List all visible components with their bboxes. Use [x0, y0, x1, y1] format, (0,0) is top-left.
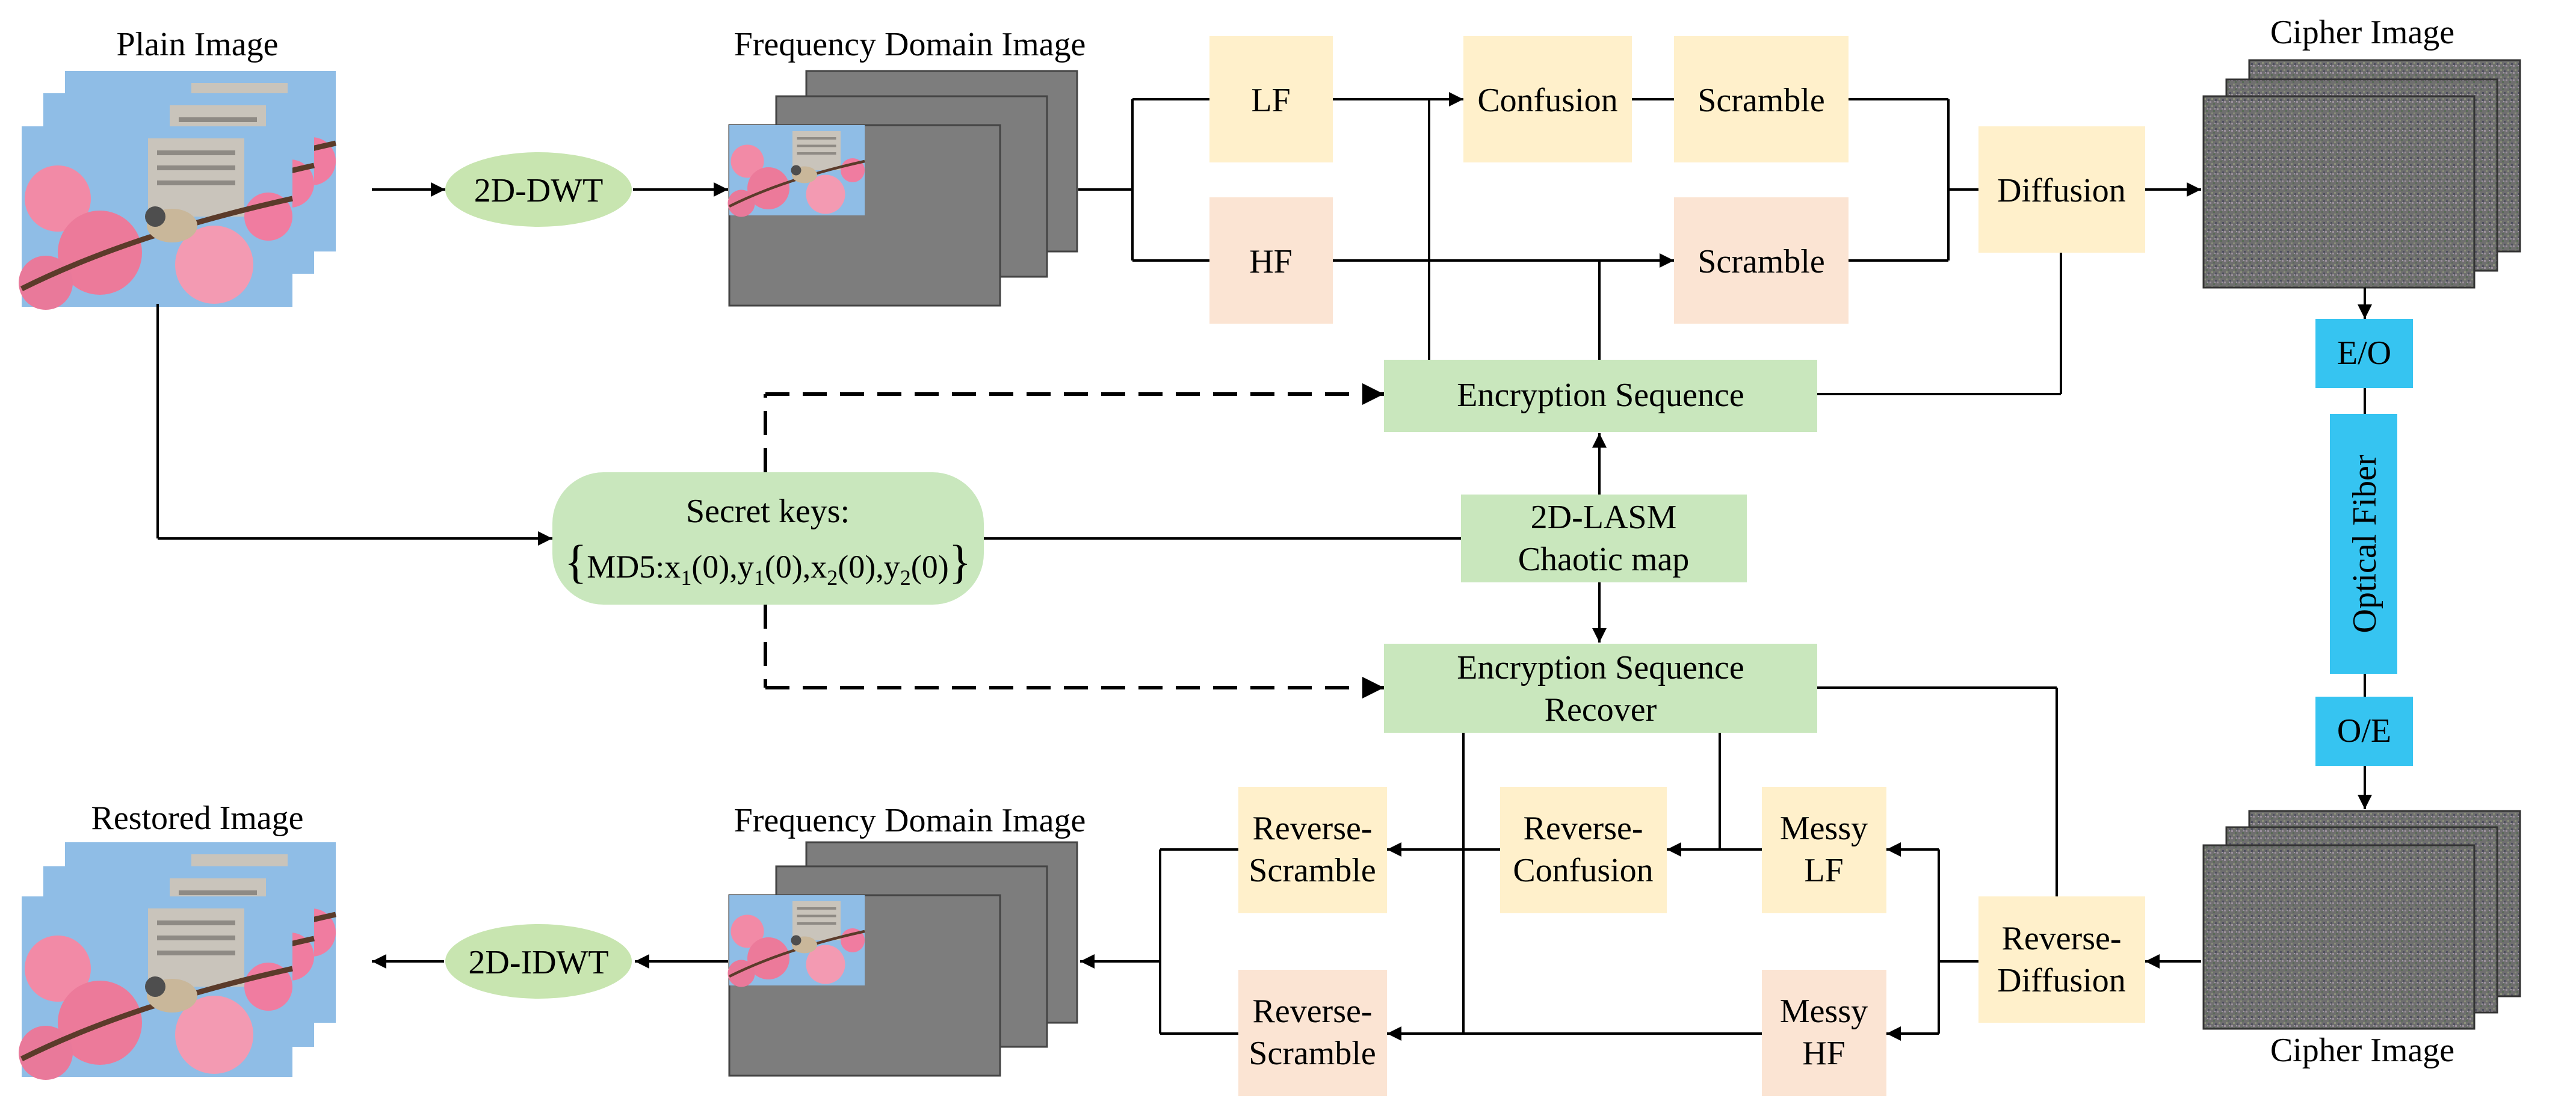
- plain-image-stack: [19, 71, 336, 310]
- dwt-label: 2D-DWT: [474, 172, 604, 209]
- hf-box: HF: [1209, 197, 1333, 324]
- hf-label: HF: [1249, 243, 1293, 280]
- messy-hf-label-line1: Messy: [1780, 993, 1868, 1030]
- frequency-domain-image-stack-top: [728, 70, 1078, 307]
- oe-box: O/E: [2315, 697, 2413, 766]
- encryption-sequence-label: Encryption Sequence: [1457, 377, 1744, 414]
- messy-lf-box: Messy LF: [1762, 787, 1886, 913]
- reverse-diffusion-label-line1: Reverse-: [2001, 920, 2121, 957]
- messy-hf-label-line2: HF: [1802, 1035, 1846, 1072]
- connectors: [156, 92, 2372, 1041]
- reverse-scramble-lf-box: Reverse- Scramble: [1238, 787, 1387, 913]
- lasm-label-line2: Chaotic map: [1518, 541, 1690, 578]
- oe-label: O/E: [2337, 712, 2391, 750]
- diffusion-label: Diffusion: [1997, 172, 2126, 209]
- scramble-hf-label: Scramble: [1697, 243, 1824, 280]
- formula-part-2: (0),y: [691, 549, 753, 585]
- cipher-image-caption-top: Cipher Image: [2270, 14, 2454, 51]
- formula-sub-2: 1: [754, 566, 765, 590]
- scramble-lf-label: Scramble: [1697, 82, 1824, 119]
- lf-label: LF: [1251, 82, 1290, 119]
- confusion-label: Confusion: [1477, 82, 1617, 119]
- cipher-image-stack-top: [2202, 59, 2521, 289]
- lasm-label-line1: 2D-LASM: [1531, 499, 1677, 536]
- diffusion-box: Diffusion: [1978, 126, 2145, 253]
- scramble-lf-box: Scramble: [1674, 36, 1849, 162]
- eo-label: E/O: [2337, 334, 2391, 372]
- confusion-box: Confusion: [1463, 36, 1632, 162]
- frequency-domain-caption-bottom: Frequency Domain Image: [734, 802, 1086, 839]
- formula-part-1: MD5:x: [587, 549, 681, 585]
- encryption-sequence-box: Encryption Sequence: [1384, 360, 1817, 432]
- restored-image-caption: Restored Image: [91, 800, 304, 837]
- cipher-image-caption-bottom: Cipher Image: [2270, 1032, 2454, 1069]
- optical-fiber-box: Optical Fiber: [2330, 414, 2397, 674]
- reverse-diffusion-label-line2: Diffusion: [1997, 962, 2126, 999]
- reverse-scramble-hf-label-line1: Reverse-: [1252, 993, 1372, 1030]
- messy-lf-label-line2: LF: [1804, 852, 1843, 889]
- recover-label-line2: Recover: [1545, 691, 1657, 729]
- reverse-confusion-label-line2: Confusion: [1513, 852, 1653, 889]
- formula-part-3: (0),x: [765, 549, 827, 585]
- reverse-diffusion-box: Reverse- Diffusion: [1978, 896, 2145, 1023]
- formula-close-brace: }: [949, 535, 971, 588]
- formula-sub-3: 2: [827, 566, 838, 590]
- secret-keys-title: Secret keys:: [686, 493, 850, 530]
- reverse-scramble-lf-label-line2: Scramble: [1249, 852, 1376, 889]
- dwt-node: 2D-DWT: [445, 152, 632, 227]
- frequency-domain-image-stack-bottom: [728, 841, 1078, 1077]
- cipher-image-stack-bottom: [2202, 810, 2521, 1030]
- dashed-key-connectors: [764, 383, 1384, 698]
- plain-image-caption: Plain Image: [116, 26, 278, 63]
- formula-open-brace: {: [564, 535, 587, 588]
- encryption-sequence-recover-box: Encryption Sequence Recover: [1384, 644, 1817, 733]
- recover-label-line1: Encryption Sequence: [1457, 649, 1744, 686]
- reverse-scramble-hf-box: Reverse- Scramble: [1238, 970, 1387, 1096]
- formula-part-4: (0),y: [838, 549, 900, 585]
- optical-fiber-label: Optical Fiber: [2346, 454, 2383, 633]
- reverse-confusion-label-line1: Reverse-: [1523, 810, 1643, 847]
- eo-box: E/O: [2315, 319, 2413, 388]
- frequency-domain-caption-top: Frequency Domain Image: [734, 26, 1086, 63]
- messy-hf-box: Messy HF: [1762, 970, 1886, 1096]
- reverse-scramble-lf-label-line1: Reverse-: [1252, 810, 1372, 847]
- scramble-hf-box: Scramble: [1674, 197, 1849, 324]
- idwt-node: 2D-IDWT: [445, 924, 632, 999]
- messy-lf-label-line1: Messy: [1780, 810, 1868, 847]
- formula-part-5: (0): [911, 549, 949, 585]
- idwt-label: 2D-IDWT: [468, 944, 608, 981]
- secret-keys-box: Secret keys: {MD5:x1(0),y1(0),x2(0),y2(0…: [552, 472, 984, 605]
- lasm-chaotic-map-box: 2D-LASM Chaotic map: [1461, 495, 1747, 582]
- secret-keys-formula: {MD5:x1(0),y1(0),x2(0),y2(0)}: [564, 535, 971, 590]
- formula-sub-4: 2: [900, 566, 911, 590]
- formula-sub-1: 1: [681, 566, 691, 590]
- restored-image-stack: [19, 842, 336, 1080]
- reverse-confusion-box: Reverse- Confusion: [1500, 787, 1667, 913]
- reverse-scramble-hf-label-line2: Scramble: [1249, 1035, 1376, 1072]
- lf-box: LF: [1209, 36, 1333, 162]
